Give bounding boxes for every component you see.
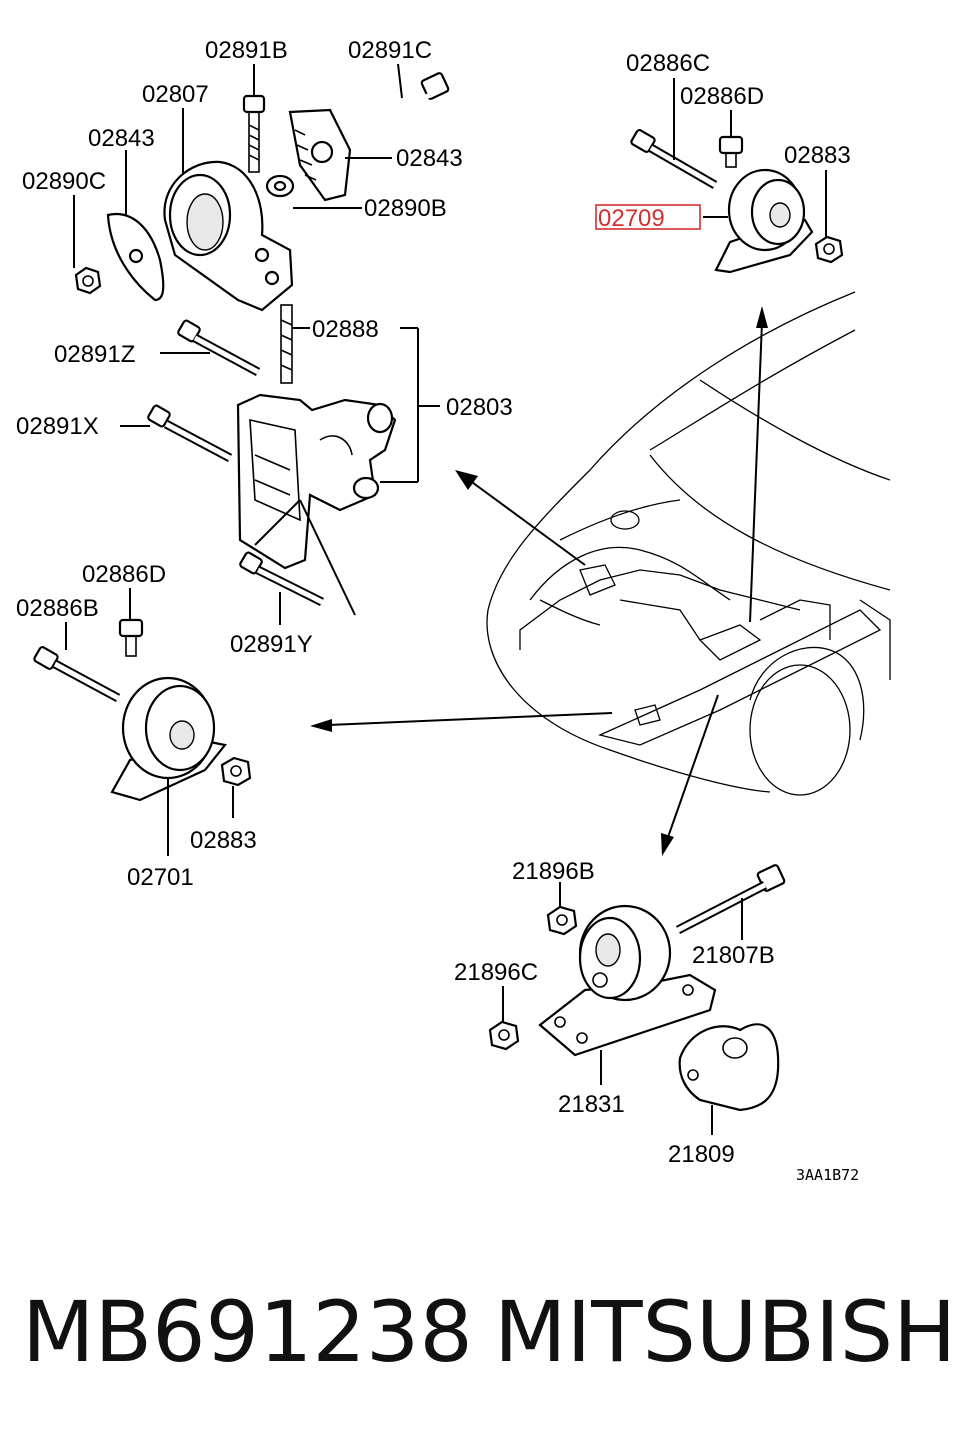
brand-name: MITSUBISHI <box>494 1283 960 1381</box>
label-21831: 21831 <box>558 1091 625 1118</box>
label-02886C: 02886C <box>626 50 710 77</box>
label-21809: 21809 <box>668 1141 735 1168</box>
label-02883-lower: 02883 <box>190 827 257 854</box>
label-02701: 02701 <box>127 864 194 891</box>
label-02886D-upper: 02886D <box>680 83 764 110</box>
label-02709-highlighted: 02709 <box>598 205 665 232</box>
mount-21831-group <box>488 864 786 1135</box>
bracket-02803-group <box>120 304 440 625</box>
label-21807B: 21807B <box>692 942 775 969</box>
highlight-box-02709 <box>595 204 701 230</box>
label-02883-upper: 02883 <box>784 142 851 169</box>
part-number: MB691238 <box>22 1283 473 1381</box>
label-02886B: 02886B <box>16 595 99 622</box>
label-02891C: 02891C <box>348 37 432 64</box>
label-21896B: 21896B <box>512 858 595 885</box>
mount-02709-group <box>630 78 844 274</box>
label-02888: 02888 <box>312 316 379 343</box>
label-02891Y: 02891Y <box>230 631 313 658</box>
label-02807: 02807 <box>142 81 209 108</box>
label-21896C: 21896C <box>454 959 538 986</box>
label-02891B: 02891B <box>205 37 288 64</box>
mount-02701-group <box>33 588 252 856</box>
callout-arrows <box>310 306 768 856</box>
label-02891X: 02891X <box>16 413 99 440</box>
parts-diagram: 02891B 02891C 02807 02843 02843 02890C 0… <box>16 37 891 1184</box>
label-02890B: 02890B <box>364 195 447 222</box>
label-02891Z: 02891Z <box>54 341 135 368</box>
label-02843-left: 02843 <box>88 125 155 152</box>
part-labels: 02891B 02891C 02807 02843 02843 02890C 0… <box>16 37 859 1184</box>
label-02886D-lower: 02886D <box>82 561 166 588</box>
drawing-code: 3AA1B72 <box>796 1166 859 1184</box>
engine-mount-02807-group <box>73 63 450 312</box>
label-02803: 02803 <box>446 394 513 421</box>
vehicle-engine-bay-illustration <box>486 291 891 796</box>
label-02890C: 02890C <box>22 168 106 195</box>
label-02843-right: 02843 <box>396 145 463 172</box>
